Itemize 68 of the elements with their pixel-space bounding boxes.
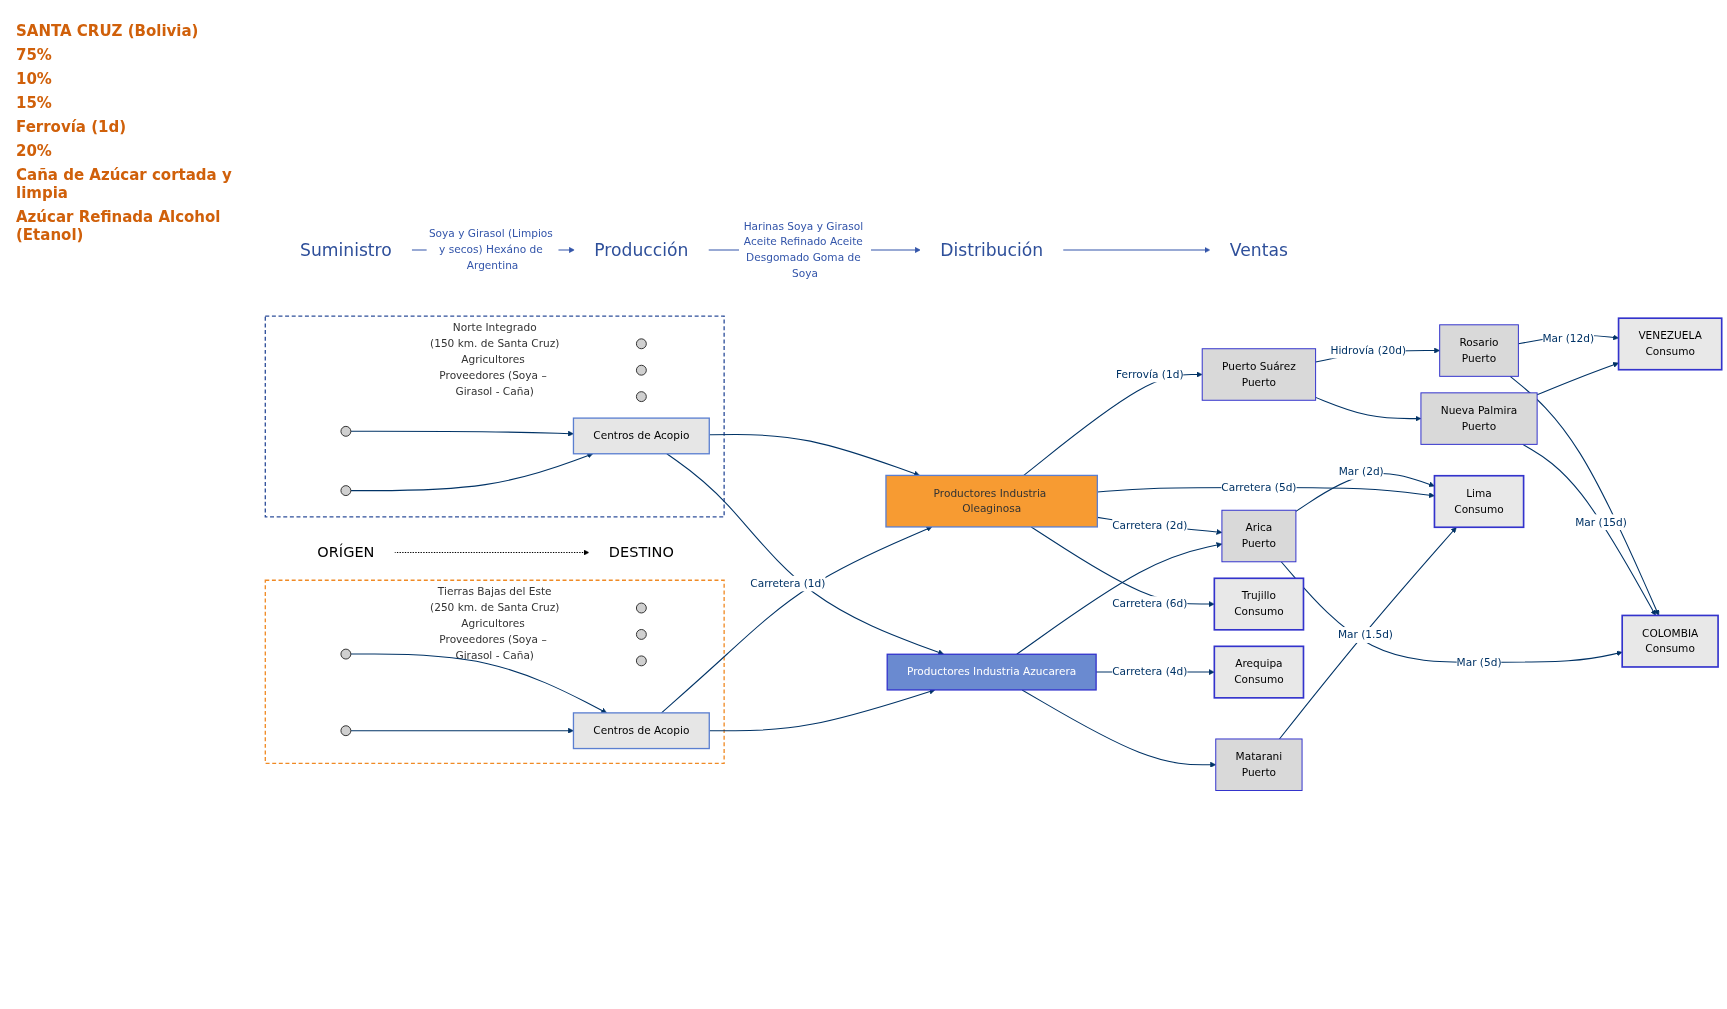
edge-label: Carretera (4d): [1112, 665, 1188, 679]
edge-label: Mar (15d): [1575, 515, 1627, 529]
edge-label: Mar (2d): [1338, 465, 1384, 478]
node-box: Rosario Puerto: [1439, 324, 1519, 377]
note-text: 20%: [16, 142, 53, 160]
node-box: Arequipa Consumo: [1213, 645, 1305, 699]
edge-label: Carretera (2d): [1112, 518, 1188, 532]
node-box: Matarani Puerto: [1215, 738, 1303, 792]
node-text: Ventas: [1229, 239, 1288, 260]
arrow: [666, 453, 944, 656]
node-text: DESTINO: [608, 544, 674, 561]
node-circle: [635, 602, 647, 614]
node-box: Centros de Acopio: [572, 712, 710, 750]
edge-label: Mar (5d): [1456, 655, 1502, 669]
node-box: VENEZUELA Consumo: [1617, 317, 1723, 371]
arrow: [350, 452, 594, 492]
edge-label: Carretera (5d): [1221, 480, 1297, 494]
node-circle: [635, 655, 647, 667]
node-circle: [340, 425, 352, 437]
node-box: Productores Industria Oleaginosa: [885, 474, 1098, 528]
arrow: [1016, 542, 1223, 655]
node-box: Trujillo Consumo: [1213, 577, 1305, 631]
arrow: [1278, 527, 1457, 740]
node-box: Nueva Palmira Puerto: [1420, 392, 1538, 445]
node-circle: [635, 338, 647, 350]
node-box: Lima Consumo: [1433, 475, 1525, 529]
node-circle: [635, 364, 647, 376]
node-text: ORÍGEN: [317, 544, 375, 561]
note-text: Azúcar Refinada Alcohol (Etanol): [16, 208, 222, 244]
arrow: [350, 430, 574, 437]
node-circle: [635, 391, 647, 403]
note-text: SANTA CRUZ (Bolivia): [16, 22, 200, 40]
edge-label: Hidrovía (20d): [1330, 344, 1407, 357]
node-box: Puerto Suárez Puerto: [1201, 348, 1317, 401]
edge-label: Carretera (1d): [750, 577, 826, 590]
note-text: 75%: [16, 46, 53, 64]
edge-label: Soya y Girasol (Limpios y secos) Hexáno de Argentina: [428, 227, 553, 272]
arrow: [1536, 362, 1619, 396]
arrow: [1062, 247, 1211, 253]
node-box: Arica Puerto: [1221, 509, 1297, 563]
edge-label: Ferrovía (1d): [1116, 368, 1184, 381]
note-text: 15%: [16, 94, 53, 112]
node-text: Distribución: [940, 239, 1044, 260]
node-circle: [340, 648, 352, 660]
note-text: Caña de Azúcar cortada y limpia: [16, 166, 233, 202]
arrow: [1280, 561, 1623, 663]
arrow: [393, 549, 590, 556]
arrow: [1522, 443, 1656, 616]
arrow: [1315, 396, 1422, 422]
node-circle: [635, 629, 647, 640]
arrow: [660, 526, 933, 714]
arrow: [1021, 689, 1216, 768]
edge-label: Harinas Soya y Girasol Aceite Refinado Aceite Desgomado Goma de Soya: [743, 219, 864, 280]
arrow: [350, 653, 607, 714]
note-text: 10%: [16, 70, 53, 88]
node-box: Productores Industria Azucarera: [886, 653, 1097, 691]
arrow: [1509, 375, 1660, 616]
node-circle: [340, 725, 352, 737]
node-box: Centros de Acopio: [572, 417, 710, 455]
arrow: [350, 727, 574, 734]
node-text: Suministro: [299, 239, 392, 260]
node-circle: [340, 485, 352, 497]
note-text: Ferrovía (1d): [16, 118, 128, 136]
node-box: COLOMBIA Consumo: [1621, 614, 1719, 668]
edge-label: Mar (1.5d): [1337, 628, 1393, 642]
edge-label: Carretera (6d): [1112, 597, 1188, 611]
node-text: Producción: [594, 239, 689, 260]
edge-label: Mar (12d): [1542, 332, 1595, 346]
